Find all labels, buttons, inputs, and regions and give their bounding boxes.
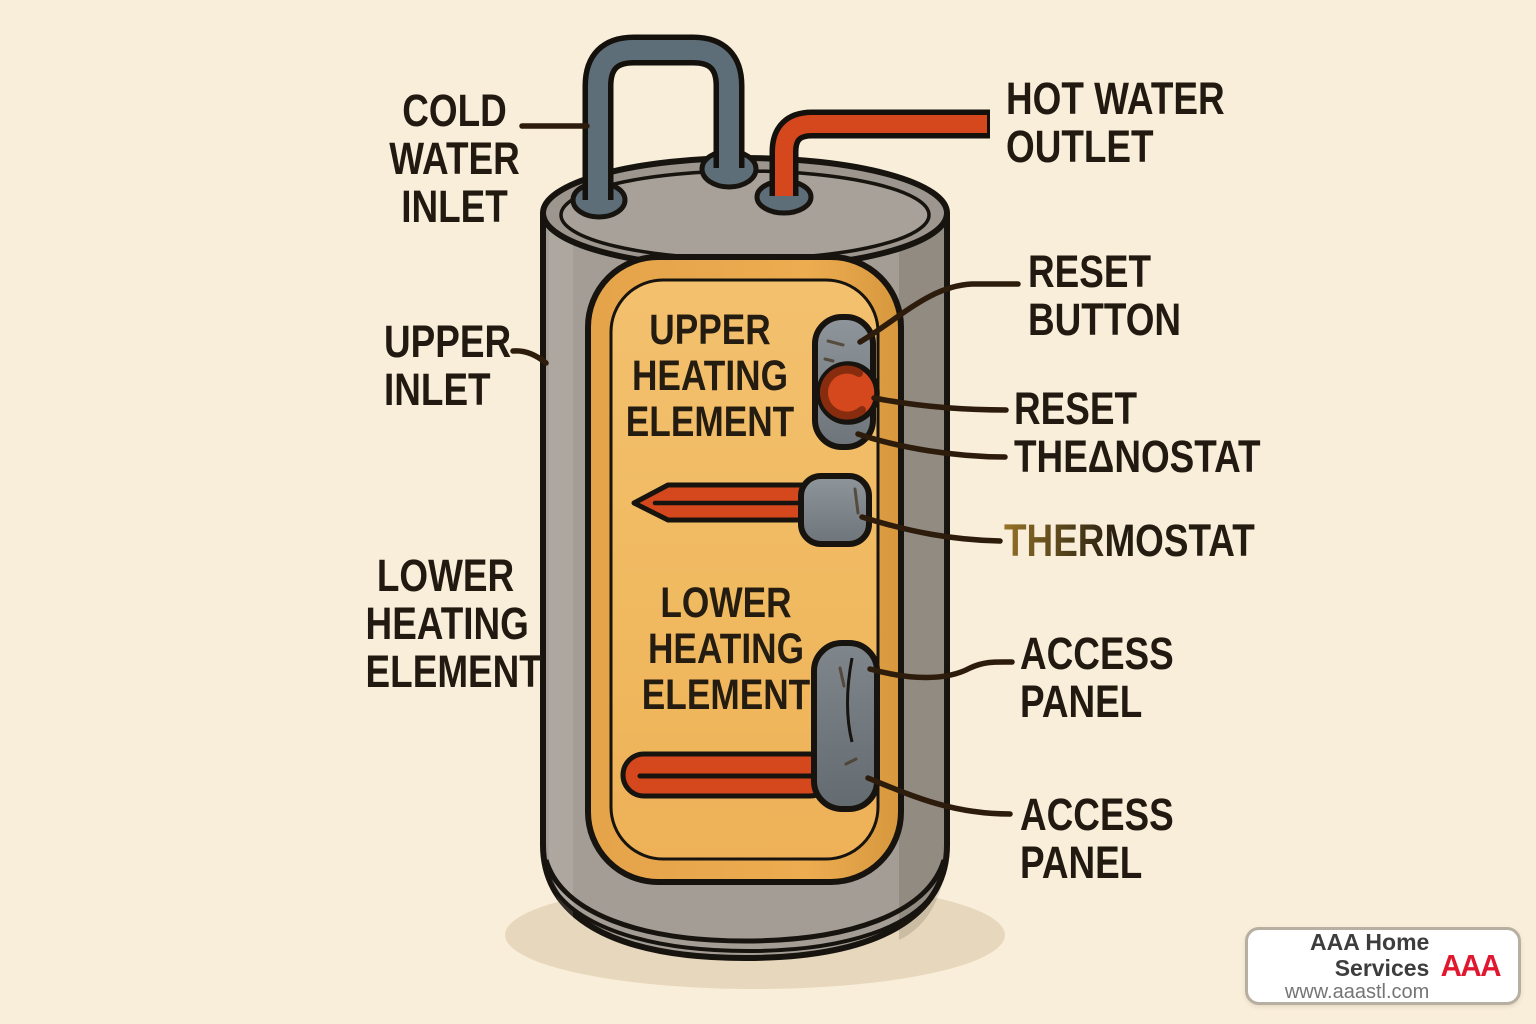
access-panel-marks: [838, 666, 858, 766]
hot-water-pipe: [775, 115, 987, 196]
branding-card: AAA Home Services www.aaastl.com AAA: [1245, 927, 1521, 1005]
tank-text-upper-heating-element: UPPER HEATING ELEMENT: [625, 306, 795, 446]
tank-text-lower-heating-element: LOWER HEATING ELEMENT: [641, 579, 811, 719]
label-reset-thermostat: RESET THEΔNOSTAT: [1014, 383, 1261, 482]
leader-reset: [871, 395, 1009, 413]
brand-website: www.aaastl.com: [1284, 980, 1430, 1003]
label-upper-inlet: UPPER INLET: [384, 316, 512, 415]
leader-thermostat: [859, 514, 1003, 544]
access-panel-detail: [846, 657, 854, 743]
label-hot-water-outlet: HOT WATER OUTLET: [1006, 73, 1225, 172]
leader-lines: [510, 123, 1021, 817]
thermostat-cap-mark: [853, 487, 860, 515]
branding-text: AAA Home Services www.aaastl.com: [1248, 928, 1430, 1004]
label-reset-button: RESET BUTTON: [1028, 246, 1182, 345]
leader-reset-button: [857, 281, 1021, 345]
access-panel: [811, 640, 880, 812]
label-access-panel-lower: ACCESS PANEL: [1020, 789, 1174, 888]
leader-access-panel-lower: [865, 775, 1013, 817]
tank-left-highlight: [549, 232, 573, 922]
aaa-logo: AAA: [1440, 948, 1502, 983]
label-thermostat: THERMOSTAT: [1004, 515, 1255, 566]
tank-right-shade: [899, 222, 946, 940]
label-lower-heating-element: LOWER HEATING ELEMENT: [365, 550, 542, 697]
label-cold-water-inlet: COLD WATER INLET: [389, 85, 520, 232]
brand-company-name: AAA Home Services: [1310, 928, 1430, 981]
thermostat-cap: [798, 473, 872, 547]
reset-housing-marks: [823, 339, 845, 363]
tank-bottom-rim: [543, 859, 947, 944]
tank-bottom-rim-2: [549, 881, 942, 954]
cold-water-pipe: [588, 40, 739, 200]
leader-access-panel-upper: [867, 659, 1015, 681]
leader-upper-inlet: [510, 348, 549, 366]
label-access-panel-upper: ACCESS PANEL: [1020, 628, 1174, 727]
reset-button-swirl: [820, 365, 866, 420]
leader-reset-thermostat: [855, 431, 1008, 460]
